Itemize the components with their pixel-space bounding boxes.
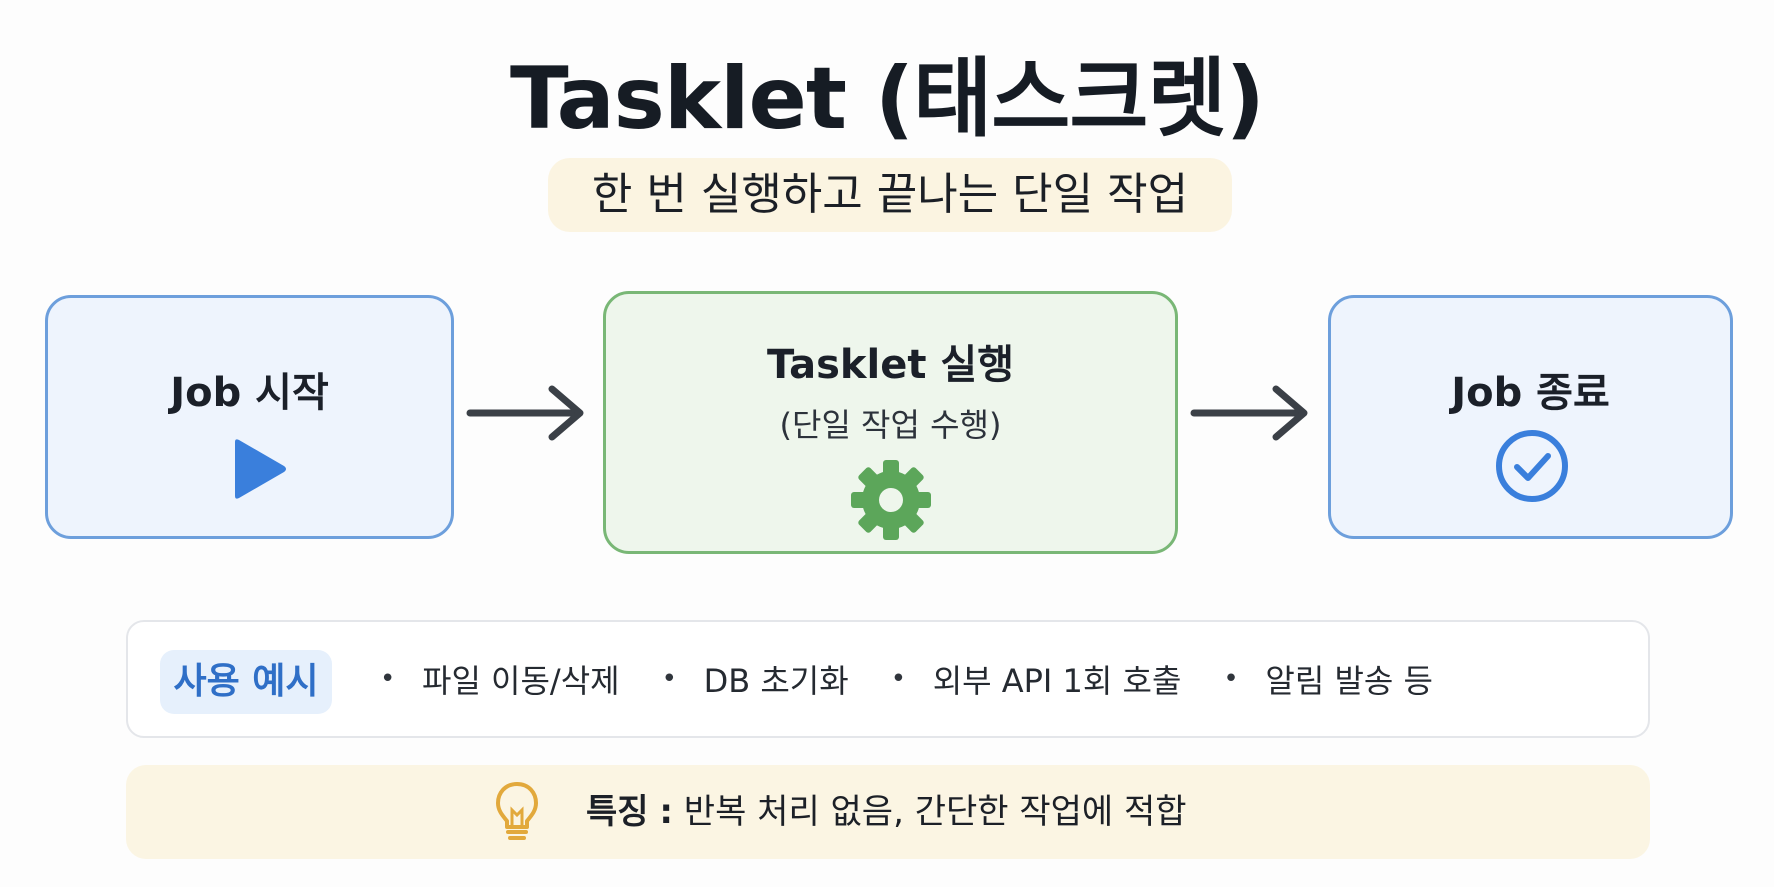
bullet-icon: • [380,664,396,694]
usage-examples-list: • 파일 이동/삭제 • DB 초기화 • 외부 API 1회 호출 • 알림 … [380,622,1475,736]
bullet-icon: • [661,664,677,694]
list-item: • 외부 API 1회 호출 [891,656,1224,702]
job-start-box: Job 시작 [45,295,454,539]
job-end-box: Job 종료 [1328,295,1733,539]
job-start-title: Job 시작 [170,370,329,416]
tasklet-title: Tasklet 실행 [766,342,1015,388]
usage-examples-label: 사용 예시 [160,650,332,714]
usage-examples-panel: 사용 예시 • 파일 이동/삭제 • DB 초기화 • 외부 API 1회 호출… [126,620,1650,738]
example-text: 외부 API 1회 호출 [932,662,1182,700]
bullet-icon: • [1223,664,1239,694]
page-title: Tasklet (태스크렛) [510,49,1265,149]
list-item: • 알림 발송 등 [1223,656,1475,702]
check-circle-icon [1496,430,1568,502]
arrow-right-icon [466,385,584,441]
tasklet-box: Tasklet 실행 (단일 작업 수행) [603,291,1178,554]
example-text: DB 초기화 [703,662,849,700]
feature-label: 특징 [586,792,649,832]
feature-separator: : [659,792,673,832]
feature-description: 반복 처리 없음, 간단한 작업에 적합 [683,792,1187,832]
feature-text: 특징 : 반복 처리 없음, 간단한 작업에 적합 [586,765,1187,859]
list-item: • DB 초기화 [662,656,891,702]
bullet-icon: • [890,664,907,694]
list-item: • 파일 이동/삭제 [380,656,662,702]
job-end-title: Job 종료 [1451,370,1610,416]
subtitle-badge: 한 번 실행하고 끝나는 단일 작업 [548,158,1232,232]
play-icon [235,439,286,499]
example-text: 파일 이동/삭제 [422,662,620,700]
example-text: 알림 발송 등 [1265,662,1433,700]
feature-note: 특징 : 반복 처리 없음, 간단한 작업에 적합 [126,765,1650,859]
gear-icon [851,460,931,540]
arrow-right-icon [1190,385,1308,441]
tasklet-subtitle: (단일 작업 수행) [779,406,1002,444]
lightbulb-icon [496,782,538,840]
